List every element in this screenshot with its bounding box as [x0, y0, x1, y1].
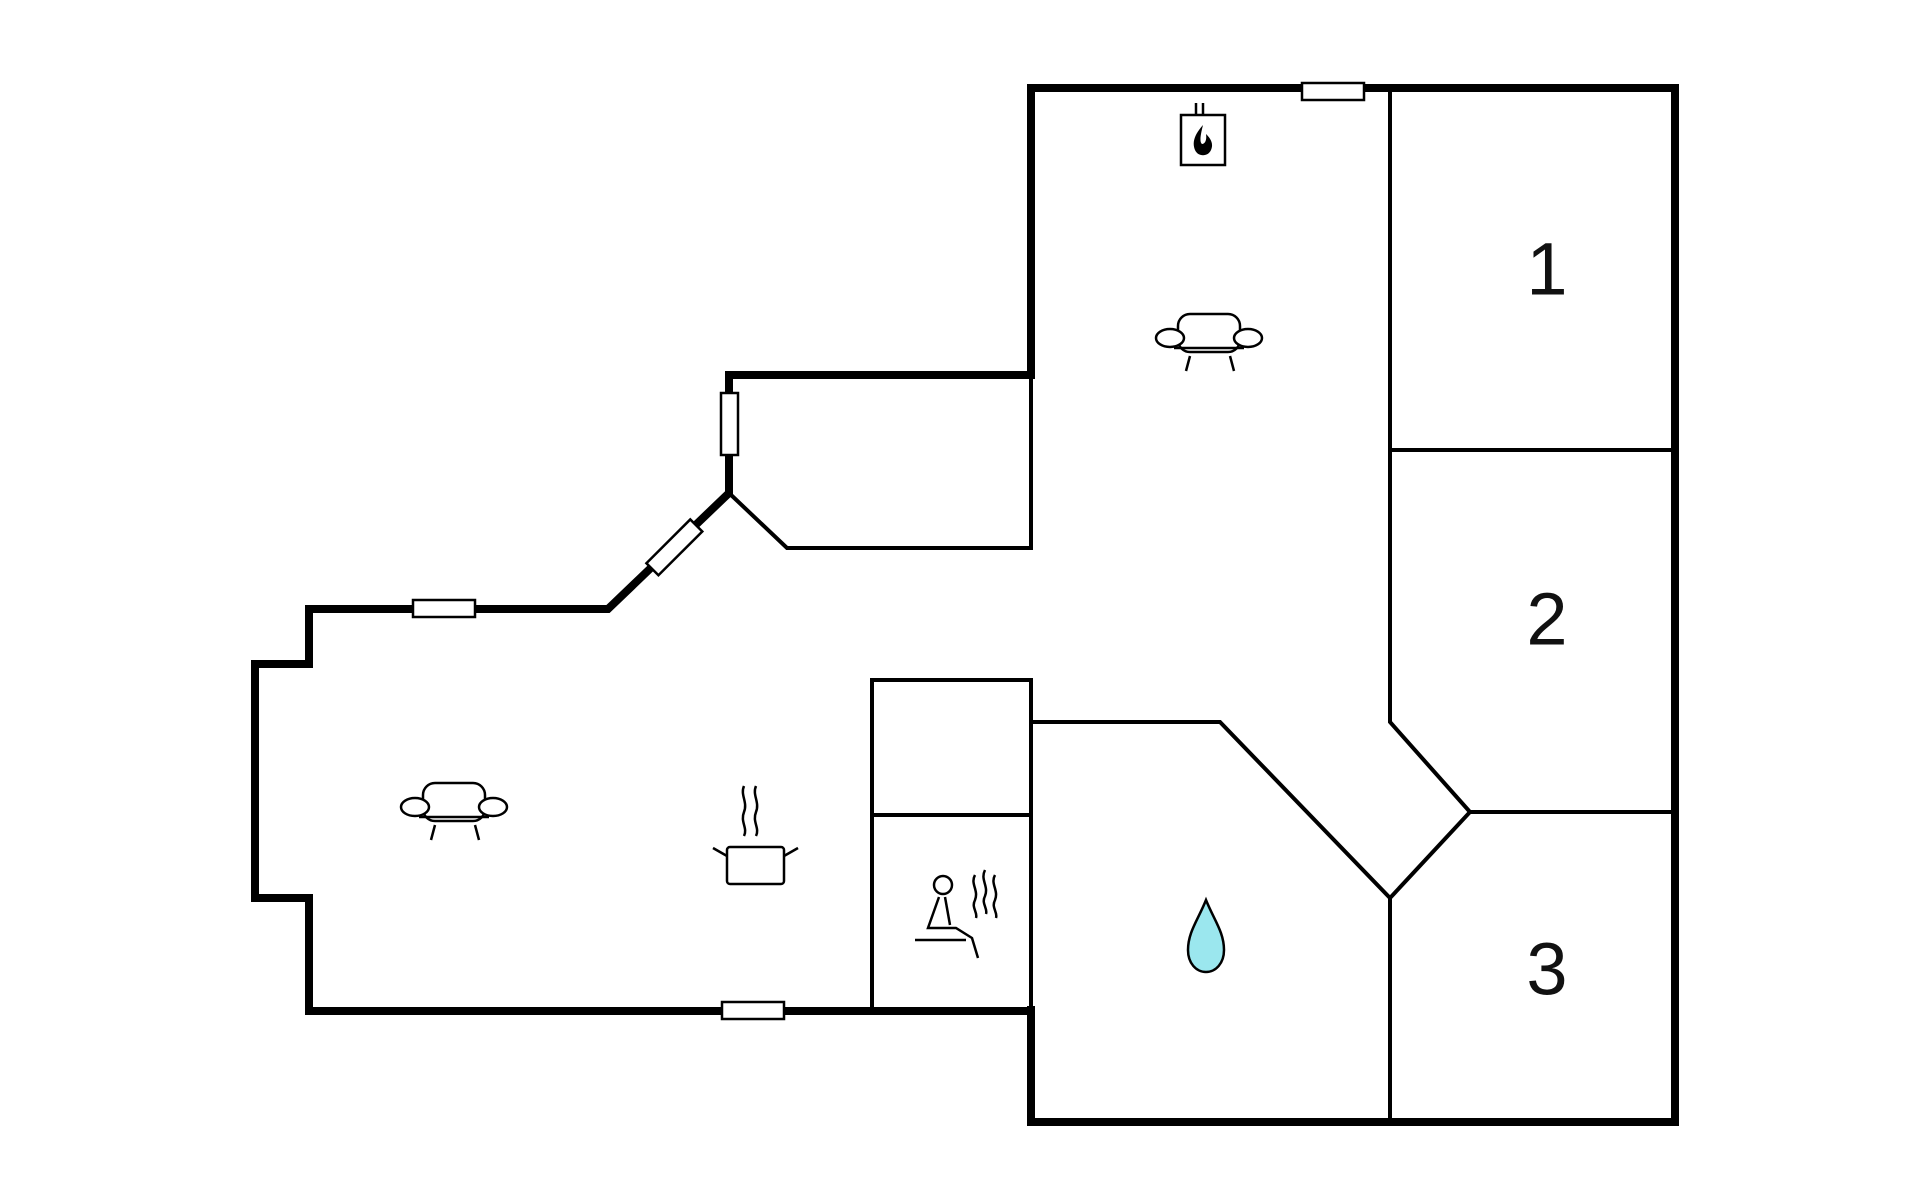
sauna-block-wall	[870, 678, 1033, 1010]
sofa-icon	[399, 781, 509, 841]
sauna-icon	[915, 869, 998, 959]
room-label-3: 3	[1526, 928, 1567, 1011]
interior-walls	[727, 90, 1673, 1120]
cooking-pot-icon	[712, 785, 799, 886]
window-entry-vertical	[719, 391, 740, 457]
window-entry-diagonal	[644, 517, 705, 578]
bedroom-column-wall	[1388, 90, 1473, 1120]
water-drop-icon	[1186, 896, 1226, 974]
room-label-1: 1	[1526, 228, 1567, 311]
room-label-2: 2	[1526, 578, 1567, 661]
closet-wall	[727, 375, 1033, 550]
sofa-icon	[1154, 312, 1264, 372]
fireplace-icon	[1179, 103, 1227, 167]
bathroom-wall	[1031, 720, 1392, 900]
window-top	[1300, 81, 1366, 102]
window-left-top	[411, 598, 477, 619]
window-bottom	[720, 1000, 786, 1021]
windows	[411, 81, 1366, 1021]
